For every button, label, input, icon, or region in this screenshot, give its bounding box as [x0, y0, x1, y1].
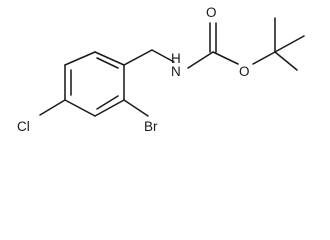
- ring-bond-1: [94, 51, 125, 66]
- methylene-nitrogen-bond: [151, 49, 175, 63]
- chlorine-bond: [39, 99, 66, 116]
- tbutyl-methyl-bond-down: [274, 51, 298, 71]
- ring-bond-4: [64, 99, 96, 117]
- amide-hydrogen-label: H: [171, 51, 181, 66]
- ring-double-bond-inner-1: [96, 57, 119, 69]
- tert-butyl-group: [274, 17, 305, 71]
- tbutyl-methyl-bond-right: [274, 35, 305, 53]
- ring-double-bond-inner-2: [96, 95, 119, 110]
- ester-oxygen-label: O: [239, 64, 250, 79]
- benzene-ring: [64, 51, 125, 117]
- carbonyl-ester-oxygen-bond: [212, 51, 239, 65]
- bromine-label: Br: [144, 119, 158, 134]
- nitrogen-carbonyl-bond: [187, 51, 214, 69]
- ester-oxygen-tbutyl-bond: [252, 51, 276, 65]
- ring-bond-3: [94, 99, 125, 117]
- bromine-bond: [123, 99, 149, 117]
- benzyl-bond: [123, 49, 153, 66]
- chlorine-label: Cl: [17, 119, 30, 134]
- molecule-structure: Cl Br H N O O: [17, 5, 305, 134]
- carbonyl-oxygen-label: O: [206, 5, 217, 20]
- amide-nitrogen-label: N: [171, 64, 181, 79]
- ring-bond-6: [64, 51, 96, 66]
